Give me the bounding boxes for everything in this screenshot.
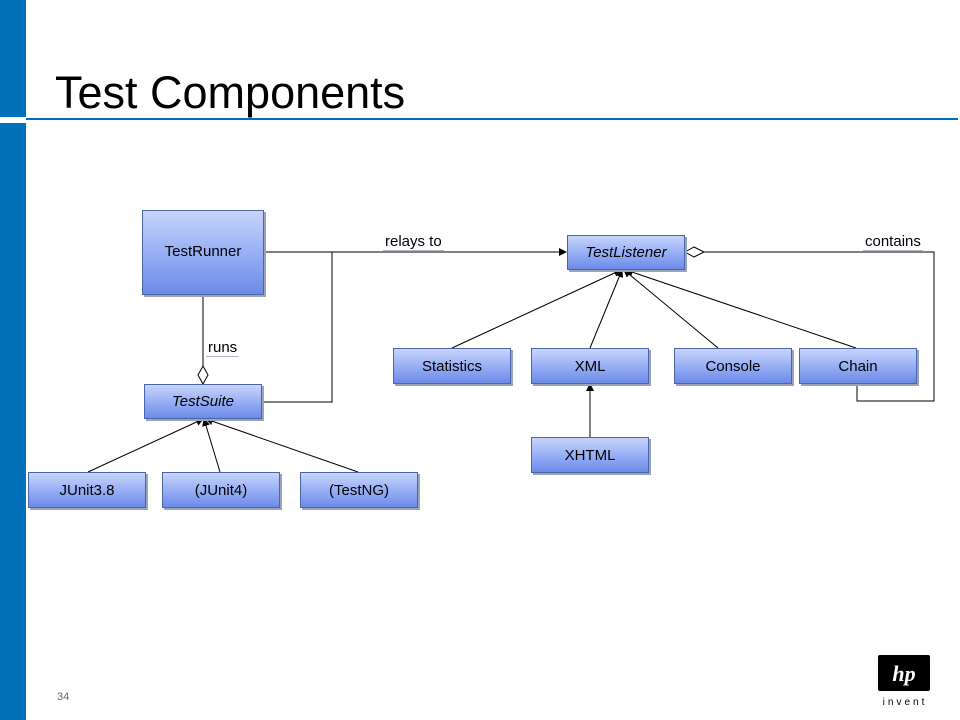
node-junit38[interactable]: JUnit3.8 xyxy=(28,472,146,508)
node-test-suite-label: TestSuite xyxy=(172,393,234,410)
hp-logo: hp invent xyxy=(877,654,933,710)
edge-label-runs: runs xyxy=(206,339,240,357)
runs-aggregation-diamond xyxy=(197,364,209,386)
suite-relay-connector xyxy=(262,252,333,403)
xml-inheritance xyxy=(589,269,624,349)
page-number: 34 xyxy=(57,691,70,703)
contains-connector xyxy=(704,251,935,402)
node-test-suite[interactable]: TestSuite xyxy=(144,384,262,419)
node-xhtml[interactable]: XHTML xyxy=(531,437,649,473)
node-xhtml-label: XHTML xyxy=(564,446,616,464)
title-rule xyxy=(26,118,958,120)
node-junit4[interactable]: (JUnit4) xyxy=(162,472,280,508)
node-chain-label: Chain xyxy=(838,357,878,375)
node-testng[interactable]: (TestNG) xyxy=(300,472,418,508)
logo-invent-text: invent xyxy=(883,697,928,708)
node-xml-label: XML xyxy=(574,357,606,375)
testng-inheritance xyxy=(205,417,359,473)
contains-aggregation-diamond xyxy=(683,246,706,258)
logo-mark: hp xyxy=(892,661,915,686)
node-chain[interactable]: Chain xyxy=(799,348,917,384)
node-junit38-label: JUnit3.8 xyxy=(59,481,115,499)
chain-inheritance xyxy=(625,268,857,349)
node-junit4-label: (JUnit4) xyxy=(194,481,248,499)
node-console-label: Console xyxy=(705,357,761,375)
edge-label-contains: contains xyxy=(863,233,923,251)
node-statistics[interactable]: Statistics xyxy=(393,348,511,384)
node-statistics-label: Statistics xyxy=(421,357,482,375)
node-test-runner[interactable]: TestRunner xyxy=(142,210,264,295)
node-xml[interactable]: XML xyxy=(531,348,649,384)
node-test-listener[interactable]: TestListener xyxy=(567,235,685,270)
accent-bar-top xyxy=(0,0,26,117)
node-test-listener-label: TestListener xyxy=(585,244,667,261)
slide-title: Test Components xyxy=(55,67,406,118)
junit4-inheritance xyxy=(202,418,221,473)
node-test-runner-label: TestRunner xyxy=(164,243,242,260)
statistics-inheritance xyxy=(451,269,622,349)
console-inheritance xyxy=(623,269,719,349)
junit38-inheritance xyxy=(87,418,204,473)
accent-bar-side xyxy=(0,123,26,720)
edge-label-relays-to: relays to xyxy=(383,233,444,251)
node-console[interactable]: Console xyxy=(674,348,792,384)
node-testng-label: (TestNG) xyxy=(329,481,389,499)
